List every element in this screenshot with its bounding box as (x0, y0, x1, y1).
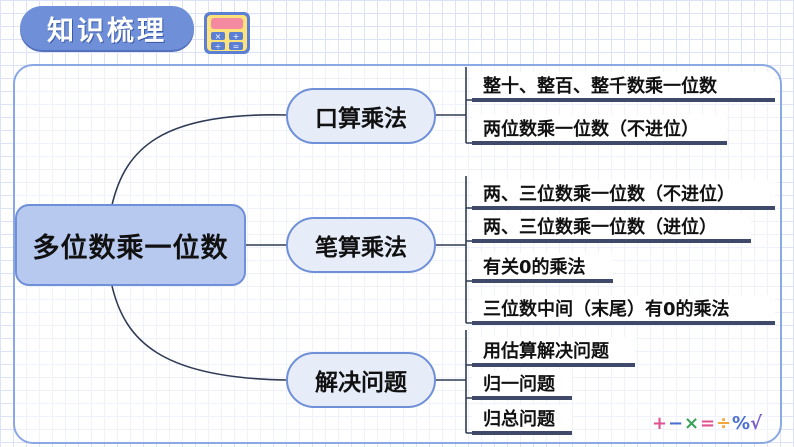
calculator-icon: × + ÷ = (204, 12, 250, 54)
root-node: 多位数乘一位数 (15, 204, 246, 286)
svg-text:=: = (700, 413, 715, 434)
svg-text:√: √ (750, 413, 763, 434)
leaf-item: 用估算解决问题 (472, 337, 635, 367)
leaf-item: 两、三位数乘一位数（进位） (472, 213, 751, 243)
svg-text:=: = (233, 42, 240, 51)
branch-written-multiplication: 笔算乘法 (286, 217, 436, 273)
svg-text:−: − (668, 413, 683, 434)
page-title: 知识梳理 (47, 15, 167, 47)
branch-problem-solving: 解决问题 (286, 352, 436, 408)
leaf-item: 两、三位数乘一位数（不进位） (472, 180, 775, 210)
math-symbols-icon: + − × = ÷ % √ (652, 413, 763, 434)
bracket-group-2 (436, 176, 472, 324)
svg-text:+: + (233, 32, 240, 41)
leaf-item: 有关0的乘法 (472, 253, 613, 283)
svg-text:%: % (732, 413, 750, 434)
connector-root-branch-3 (111, 285, 287, 381)
leaf-item: 归一问题 (472, 370, 572, 400)
svg-text:×: × (215, 32, 222, 41)
leaf-item: 整十、整百、整千数乘一位数 (472, 72, 775, 102)
svg-text:÷: ÷ (215, 42, 222, 51)
title-tab: 知识梳理 (20, 6, 194, 50)
branch-oral-multiplication: 口算乘法 (286, 88, 436, 144)
leaf-item: 两位数乘一位数（不进位） (472, 115, 727, 145)
svg-text:÷: ÷ (716, 413, 731, 434)
leaf-item: 三位数中间（末尾）有0的乘法 (472, 295, 775, 325)
svg-text:+: + (652, 413, 667, 434)
connector-root-branch-1 (111, 114, 287, 206)
bracket-group-3 (436, 330, 472, 434)
leaf-item: 归总问题 (472, 405, 572, 435)
bracket-group-1 (436, 67, 472, 144)
svg-text:×: × (684, 413, 699, 434)
